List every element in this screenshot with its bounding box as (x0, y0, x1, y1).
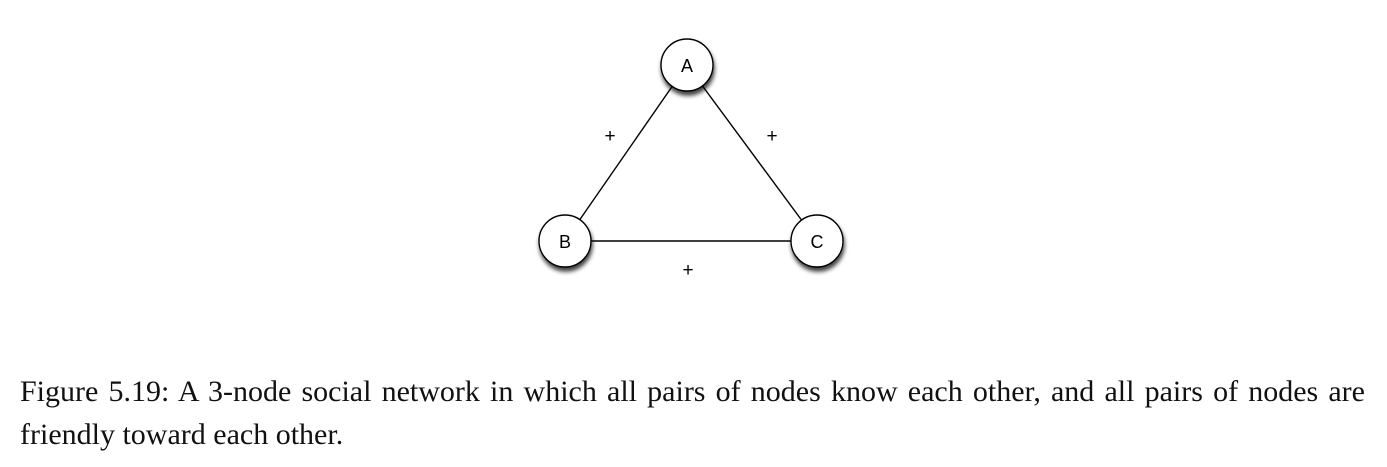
social-network-diagram: + + + A B C (538, 38, 844, 281)
node-b-circle (538, 214, 592, 268)
figure-caption: Figure 5.19: A 3-node social network in … (20, 375, 1365, 451)
node-a-label: A (681, 56, 693, 76)
node-a: A (660, 38, 714, 92)
node-b: B (538, 214, 592, 268)
edge-sign-a-c: + (766, 126, 777, 147)
edge-a-c (686, 64, 818, 242)
edge-a-b (564, 64, 688, 242)
node-a-circle (660, 38, 714, 92)
node-c-circle (790, 214, 844, 268)
node-c-label: C (811, 232, 824, 252)
node-c: C (790, 214, 844, 268)
edge-sign-b-c: + (682, 260, 693, 281)
edge-sign-a-b: + (604, 126, 615, 147)
node-b-label: B (559, 232, 571, 252)
